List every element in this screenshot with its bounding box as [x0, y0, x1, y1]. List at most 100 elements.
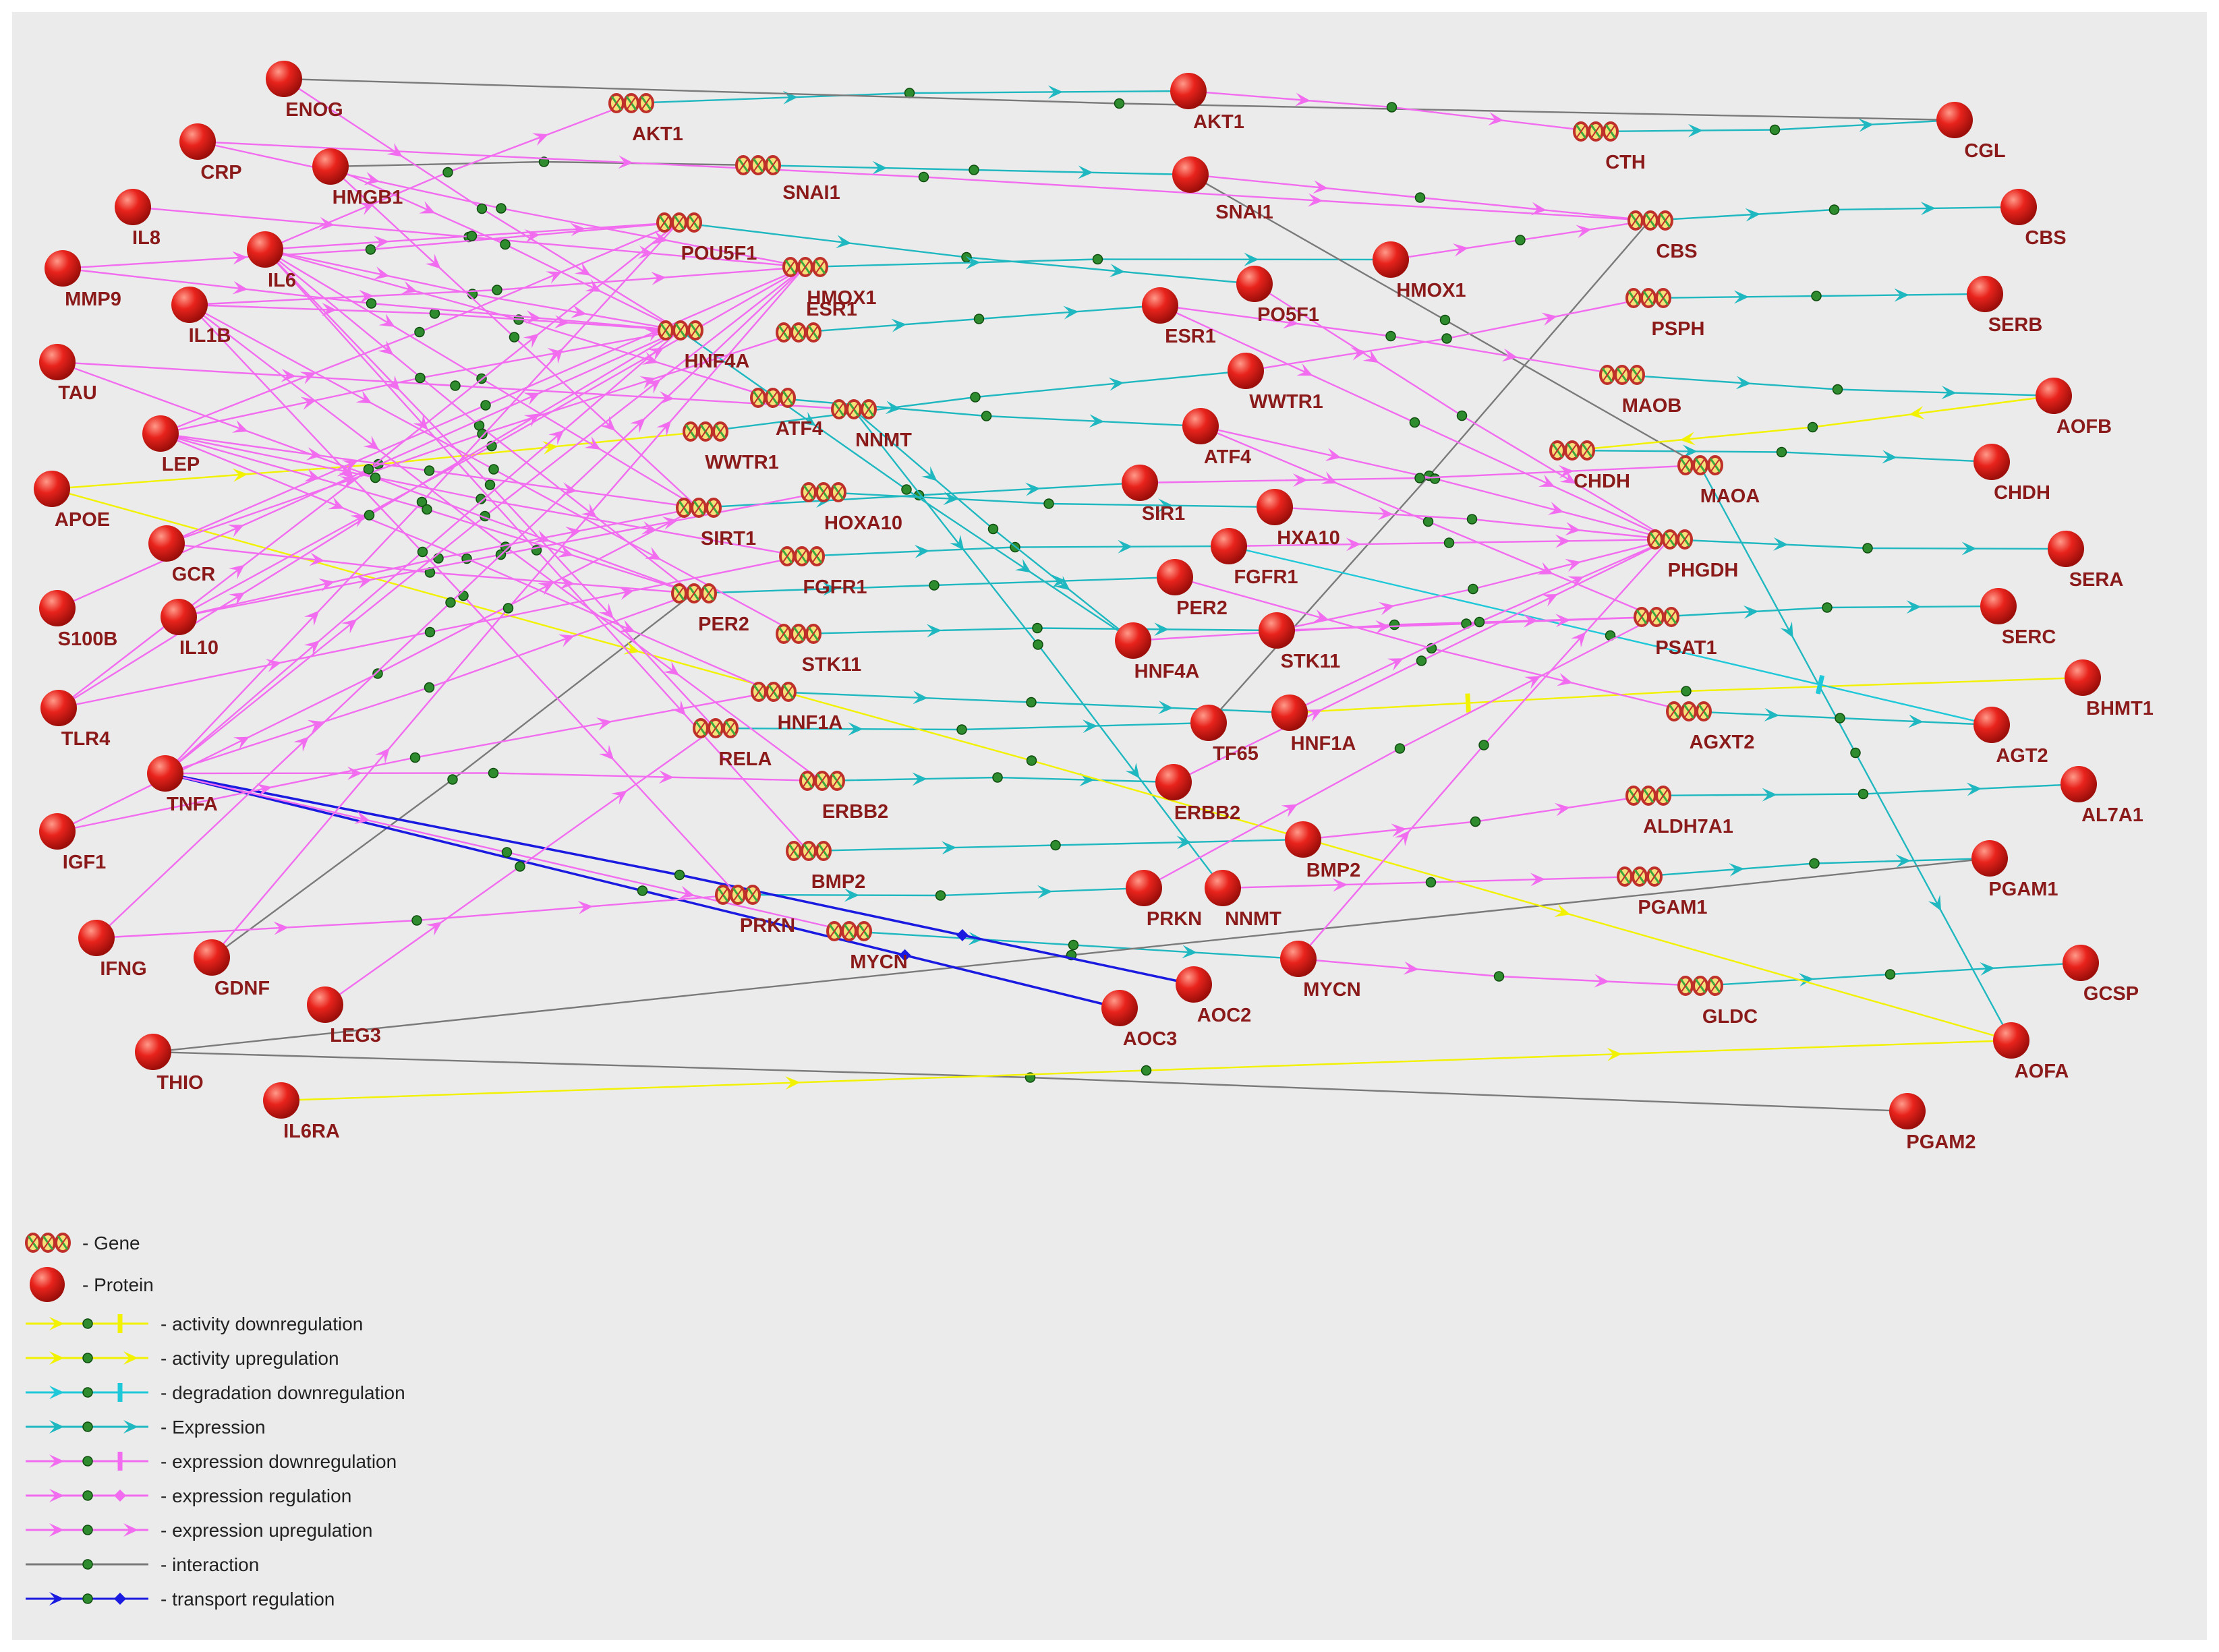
protein-node-apoe[interactable]: APOE — [34, 471, 110, 531]
protein-node-bmp2[interactable]: BMP2 — [1285, 821, 1360, 881]
gene-node-fgfr1[interactable]: FGFR1 — [779, 546, 867, 598]
protein-node-bhmt1[interactable]: BHMT1 — [2065, 659, 2154, 719]
gene-node-maoa[interactable]: MAOA — [1677, 455, 1760, 507]
gene-node-sirt1[interactable]: SIRT1 — [676, 498, 756, 550]
gene-node-bmp2[interactable]: BMP2 — [786, 841, 865, 893]
gene-node-per2[interactable]: PER2 — [671, 583, 749, 635]
protein-node-aofb[interactable]: AOFB — [2036, 378, 2112, 438]
protein-node-gdnf[interactable]: GDNF — [194, 939, 270, 999]
protein-node-erbb2[interactable]: ERBB2 — [1155, 764, 1240, 824]
protein-label: HMGB1 — [333, 187, 403, 208]
protein-node-serc[interactable]: SERC — [1980, 588, 2056, 648]
protein-node-il10[interactable]: IL10 — [161, 599, 219, 659]
protein-node-serb[interactable]: SERB — [1967, 276, 2042, 336]
gene-node-gldc[interactable]: GLDC — [1677, 976, 1758, 1028]
protein-node-tau[interactable]: TAU — [39, 344, 97, 404]
gene-node-maob[interactable]: MAOB — [1599, 365, 1681, 417]
protein-node-hxa10[interactable]: HXA10 — [1257, 489, 1340, 549]
protein-node-tlr4[interactable]: TLR4 — [40, 690, 110, 750]
protein-node-il6[interactable]: IL6 — [247, 231, 296, 291]
legend-item-label: - degradation downregulation — [161, 1382, 405, 1403]
protein-node-pgam1[interactable]: PGAM1 — [1971, 840, 2058, 900]
edge-arrowhead — [1332, 878, 1348, 892]
gene-node-esr1[interactable]: ESR1 — [776, 299, 857, 343]
protein-node-snai1[interactable]: SNAI1 — [1172, 156, 1273, 223]
protein-node-igf1[interactable]: IGF1 — [39, 813, 106, 873]
protein-node-wwtr1[interactable]: WWTR1 — [1228, 353, 1323, 413]
edge-arrowhead — [1941, 386, 1957, 400]
gene-icon — [1627, 210, 1673, 231]
protein-node-aoc2[interactable]: AOC2 — [1176, 966, 1251, 1026]
protein-node-aofa[interactable]: AOFA — [1993, 1022, 2069, 1082]
protein-node-stk11[interactable]: STK11 — [1259, 612, 1340, 672]
protein-node-il6ra[interactable]: IL6RA — [263, 1082, 340, 1142]
protein-node-il1b[interactable]: IL1B — [171, 287, 231, 347]
protein-node-gcr[interactable]: GCR — [148, 525, 215, 585]
protein-node-agt2[interactable]: AGT2 — [1973, 707, 2048, 767]
protein-node-prkn[interactable]: PRKN — [1126, 870, 1202, 930]
protein-node-tnfa[interactable]: TNFA — [147, 755, 218, 815]
gene-node-aldh7a1[interactable]: ALDH7A1 — [1625, 786, 1733, 837]
gene-node-agxt2[interactable]: AGXT2 — [1666, 701, 1754, 753]
gene-node-pou5f1[interactable]: POU5F1 — [656, 212, 757, 264]
gene-node-cbs[interactable]: CBS — [1627, 210, 1698, 262]
protein-node-mmp9[interactable]: MMP9 — [45, 250, 121, 310]
protein-node-per2[interactable]: PER2 — [1157, 559, 1228, 619]
protein-node-po5f1[interactable]: PO5F1 — [1236, 266, 1319, 326]
protein-node-hmox1[interactable]: HMOX1 — [1373, 241, 1466, 301]
edge-arrowhead — [1283, 315, 1299, 329]
protein-node-chdh[interactable]: CHDH — [1973, 444, 2050, 504]
gene-node-psat1[interactable]: PSAT1 — [1634, 607, 1717, 659]
protein-node-cbs[interactable]: CBS — [2000, 189, 2067, 249]
protein-node-tf65[interactable]: TF65 — [1190, 705, 1259, 765]
edge-arrowhead — [318, 578, 335, 592]
edge-expression — [630, 85, 1189, 105]
protein-node-hmgb1[interactable]: HMGB1 — [312, 148, 403, 208]
protein-node-gcsp[interactable]: GCSP — [2063, 945, 2139, 1005]
protein-node-enog[interactable]: ENOG — [266, 61, 343, 121]
gene-node-prkn[interactable]: PRKN — [715, 885, 795, 937]
gene-node-cth[interactable]: CTH — [1573, 121, 1646, 173]
protein-node-sir1[interactable]: SIR1 — [1122, 465, 1185, 525]
protein-node-hnf4a[interactable]: HNF4A — [1115, 622, 1199, 682]
protein-node-mycn[interactable]: MYCN — [1280, 941, 1361, 1001]
edge-midpoint-dot — [1466, 514, 1478, 525]
protein-node-pgam2[interactable]: PGAM2 — [1889, 1093, 1976, 1153]
protein-node-crp[interactable]: CRP — [179, 123, 242, 183]
protein-node-esr1[interactable]: ESR1 — [1142, 287, 1216, 347]
protein-node-hnf1a[interactable]: HNF1A — [1271, 695, 1356, 755]
gene-node-snai1[interactable]: SNAI1 — [735, 155, 840, 204]
gene-node-hmox1[interactable]: HMOX1 — [782, 257, 877, 309]
protein-node-atf4[interactable]: ATF4 — [1182, 408, 1251, 468]
protein-node-s100b[interactable]: S100B — [39, 590, 117, 650]
gene-node-rela[interactable]: RELA — [693, 718, 772, 770]
protein-node-nnmt[interactable]: NNMT — [1205, 870, 1281, 930]
protein-node-thio[interactable]: THIO — [135, 1034, 204, 1094]
gene-node-phgdh[interactable]: PHGDH — [1647, 529, 1738, 581]
edge-arrowhead — [822, 582, 838, 596]
protein-node-cgl[interactable]: CGL — [1936, 102, 2006, 162]
protein-node-lep[interactable]: LEP — [142, 415, 200, 475]
edge-midpoint-dot — [476, 203, 488, 214]
protein-node-aoc3[interactable]: AOC3 — [1101, 990, 1177, 1050]
gene-node-mycn[interactable]: MYCN — [826, 921, 908, 973]
gene-node-wwtr1[interactable]: WWTR1 — [683, 421, 779, 473]
gene-node-atf4[interactable]: ATF4 — [750, 388, 823, 440]
protein-node-sera[interactable]: SERA — [2048, 531, 2123, 591]
gene-node-chdh[interactable]: CHDH — [1549, 440, 1630, 492]
gene-node-hoxa10[interactable]: HOXA10 — [801, 482, 902, 534]
gene-node-akt1[interactable]: AKT1 — [608, 93, 683, 145]
gene-node-erbb2[interactable]: ERBB2 — [799, 771, 888, 823]
gene-node-hnf1a[interactable]: HNF1A — [751, 682, 842, 734]
gene-node-hnf4a[interactable]: HNF4A — [658, 320, 749, 372]
gene-node-pgam1[interactable]: PGAM1 — [1617, 866, 1708, 918]
gene-node-psph[interactable]: PSPH — [1625, 288, 1704, 340]
gene-node-nnmt[interactable]: NNMT — [831, 399, 912, 451]
gene-node-stk11[interactable]: STK11 — [776, 624, 861, 676]
protein-node-ifng[interactable]: IFNG — [78, 920, 147, 980]
protein-node-fgfr1[interactable]: FGFR1 — [1211, 528, 1298, 588]
protein-node-akt1[interactable]: AKT1 — [1170, 73, 1244, 133]
protein-node-al7a1[interactable]: AL7A1 — [2060, 766, 2143, 826]
protein-node-il8[interactable]: IL8 — [115, 189, 161, 249]
protein-node-leg3[interactable]: LEG3 — [307, 986, 381, 1046]
